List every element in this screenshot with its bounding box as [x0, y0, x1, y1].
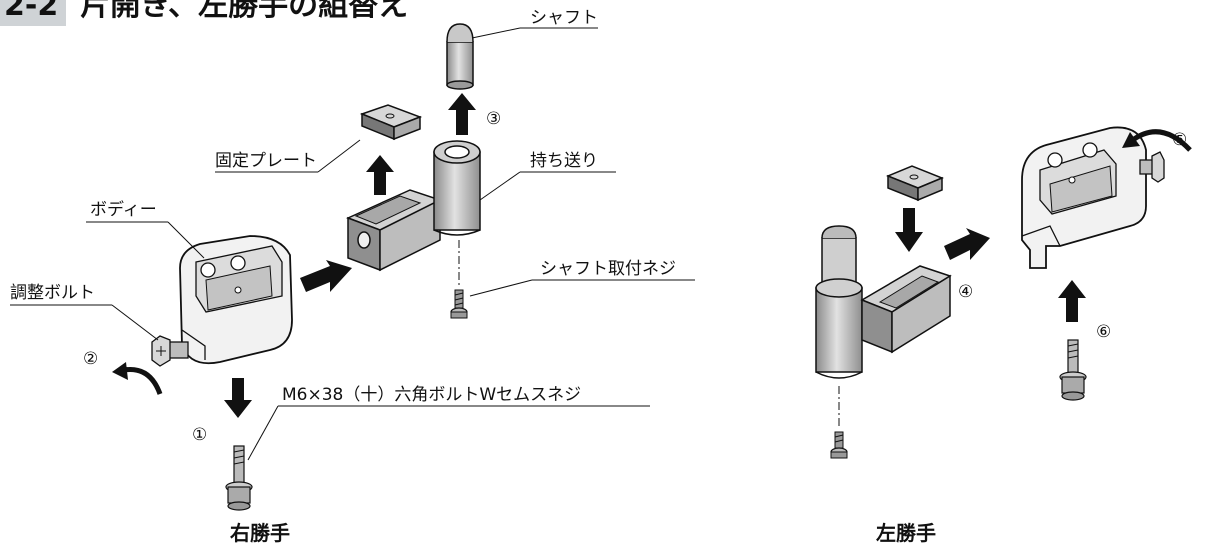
- shaft-screw-label: シャフト取付ネジ: [540, 259, 676, 279]
- adjust-bolt-part: [151, 335, 189, 367]
- shaft-screw-part-left: [830, 431, 848, 459]
- hex-bolt-leader: [247, 405, 279, 461]
- step-6: ⑥: [1096, 322, 1111, 342]
- step-1: ①: [192, 425, 207, 445]
- section-number: 2-2: [0, 0, 67, 26]
- shaft-part: [446, 23, 474, 90]
- carrier-part: [346, 140, 481, 272]
- carrier-leader: [479, 171, 521, 201]
- arrow-down-plate-left: [895, 208, 923, 252]
- carrier-part-left: [815, 225, 952, 379]
- arrow-right-body: [300, 260, 352, 292]
- arrow-up-3: [448, 93, 476, 135]
- rotate-arrow-2: [123, 367, 163, 395]
- fixed-plate-leader: [317, 139, 361, 173]
- hex-bolt-label: M6×38（十）六角ボルトWセムスネジ: [282, 385, 581, 405]
- fixed-plate-part-left: [886, 165, 944, 202]
- step-4: ④: [958, 282, 973, 302]
- adjust-bolt-label: 調整ボルト: [10, 283, 95, 303]
- step-3: ③: [486, 109, 501, 129]
- caption-right-hand: 右勝手: [230, 521, 290, 545]
- section-heading: 2-2 片開き、左勝手の組替え: [0, 0, 408, 26]
- arrow-down-1: [224, 378, 252, 418]
- rotate-arrow-5: [1128, 129, 1192, 152]
- caption-left-hand: 左勝手: [876, 521, 936, 545]
- step-5: ⑤: [1172, 130, 1187, 150]
- fixed-plate-label: 固定プレート: [215, 151, 317, 171]
- body-leader: [167, 221, 205, 259]
- fixed-plate-part: [359, 104, 423, 141]
- shaft-screw-leader: [469, 279, 533, 297]
- hex-bolt-part-left: [1059, 339, 1087, 401]
- shaft-leader: [471, 27, 521, 39]
- arrow-right-4: [944, 228, 990, 260]
- section-title: 片開き、左勝手の組替え: [80, 0, 409, 23]
- carrier-label: 持ち送り: [530, 151, 598, 171]
- adjust-bolt-leader: [111, 304, 159, 341]
- step-2: ②: [83, 349, 98, 369]
- hex-bolt-part: [225, 445, 253, 511]
- arrow-up-6: [1058, 280, 1086, 322]
- arrow-up-plate: [366, 155, 394, 195]
- body-part: [179, 235, 293, 365]
- body-part-left: [1021, 126, 1165, 269]
- body-label: ボディー: [90, 199, 157, 220]
- shaft-label: シャフト: [530, 8, 598, 28]
- shaft-screw-part: [450, 289, 468, 319]
